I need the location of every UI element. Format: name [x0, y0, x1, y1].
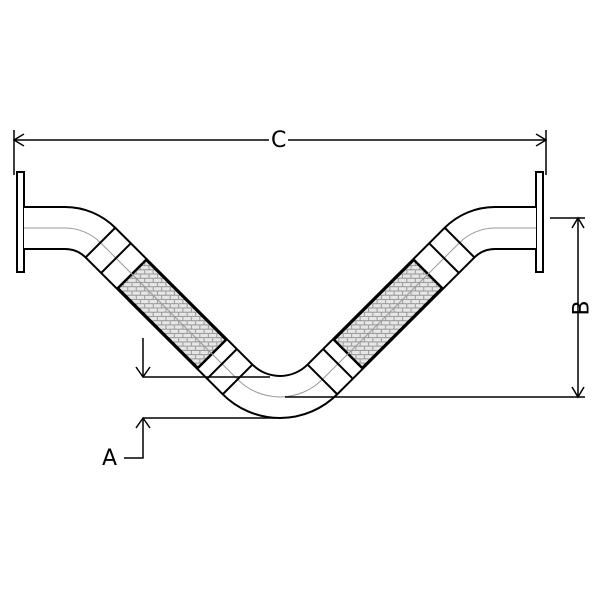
- collar-lines: [84, 227, 476, 395]
- dimension-c-label: C: [269, 128, 289, 153]
- dimension-a: [124, 338, 275, 459]
- dimension-b: [285, 216, 585, 399]
- dimension-b-label: B: [569, 300, 595, 316]
- right-flange: [535, 171, 544, 273]
- pipe-body: [24, 205, 536, 419]
- pipe-centerline: [24, 227, 536, 398]
- left-flange: [16, 171, 25, 273]
- dimension-a-label: A: [102, 446, 118, 471]
